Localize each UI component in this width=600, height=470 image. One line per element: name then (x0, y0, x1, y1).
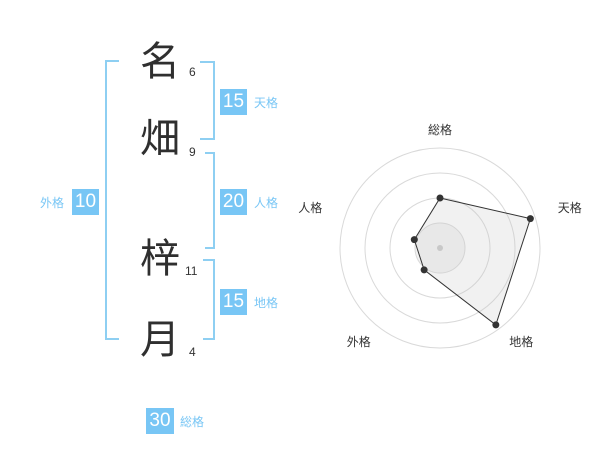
jinkaku-bracket (205, 152, 215, 249)
radar-point-0 (436, 194, 444, 202)
radar-point-2 (492, 321, 500, 329)
radar-axis-label-2: 地格 (509, 334, 533, 349)
tenkaku-bracket (200, 61, 215, 140)
name-char-1: 名 (140, 39, 180, 85)
gaikaku-bracket (105, 60, 119, 340)
tenkaku-label: 天格 (254, 96, 279, 110)
radar-ring-3 (364, 172, 516, 324)
name-char-3: 梓 (140, 236, 180, 282)
radar-center (437, 245, 443, 251)
stroke-count-4: 4 (189, 345, 196, 359)
gaikaku-label: 外格 (40, 196, 65, 210)
jinkaku-label: 人格 (254, 196, 279, 210)
stroke-count-2: 9 (189, 145, 196, 159)
name-char-4: 月 (140, 317, 180, 363)
name-char-2: 畑 (140, 116, 180, 162)
radar-point-3 (420, 266, 428, 274)
radar-point-4 (410, 236, 418, 244)
radar-polygon (413, 197, 532, 326)
radar-axis-label-4: 人格 (298, 200, 322, 215)
stroke-count-1: 6 (189, 65, 196, 79)
jinkaku-value: 20 (220, 189, 247, 215)
soukaku-label: 総格 (180, 415, 205, 429)
chikaku-label: 地格 (254, 296, 279, 310)
radar-axis-label-0: 総格 (428, 122, 452, 137)
radar-ring-4 (339, 147, 541, 349)
soukaku-value: 30 (146, 408, 174, 434)
stroke-count-3: 11 (185, 264, 198, 278)
gaikaku-value: 10 (72, 189, 99, 215)
tenkaku-value: 15 (220, 89, 247, 115)
radar-axis-label-1: 天格 (558, 200, 582, 215)
radar-axis-label-3: 外格 (347, 334, 371, 349)
radar-point-1 (526, 215, 534, 223)
chikaku-value: 15 (220, 289, 247, 315)
chikaku-bracket (203, 259, 215, 340)
